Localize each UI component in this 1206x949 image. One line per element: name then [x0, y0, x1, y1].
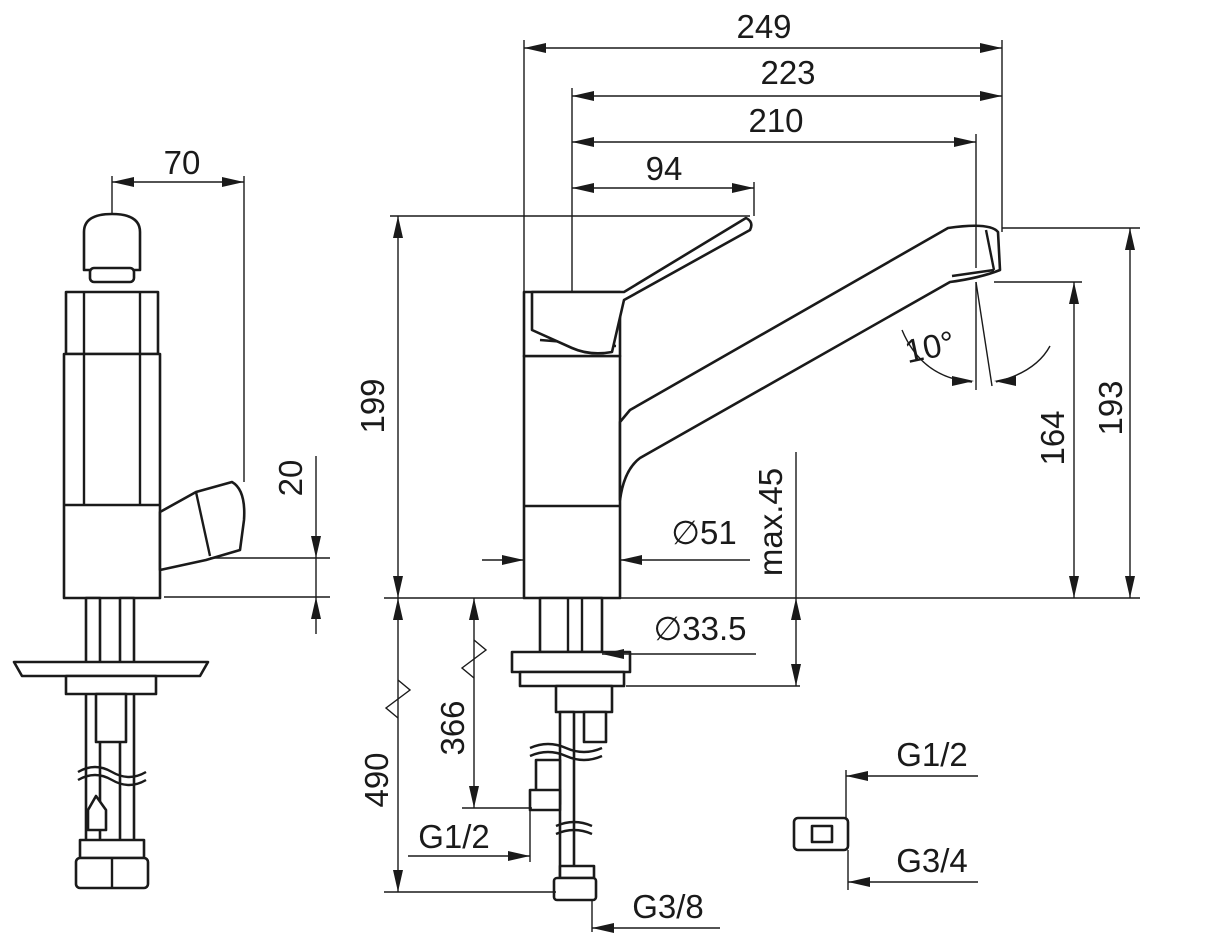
thread-adapter-top: G1/2: [896, 736, 968, 773]
dim-210: 210: [748, 102, 803, 139]
dim-249: 249: [736, 8, 791, 45]
thread-outlet-bottom: G3/8: [632, 888, 704, 925]
dim-164: 164: [1034, 410, 1071, 465]
dim-70: 70: [164, 144, 201, 181]
dim-max45: max.45: [752, 468, 789, 576]
dim-20: 20: [272, 460, 309, 497]
adapter-detail: G1/2 G3/4: [792, 736, 978, 890]
thread-inlet-left: G1/2: [418, 818, 490, 855]
front-view: 249 223 210 94 199 193 1: [354, 8, 1140, 933]
dim-94: 94: [646, 150, 683, 187]
dim-193: 193: [1092, 380, 1129, 435]
dim-angle: 10°: [901, 323, 958, 370]
dim-223: 223: [760, 54, 815, 91]
side-view: 70 20: [12, 144, 330, 890]
dim-199: 199: [354, 378, 391, 433]
dim-d51: ∅51: [671, 514, 736, 551]
dim-366: 366: [434, 700, 471, 755]
dim-d335: ∅33.5: [654, 610, 747, 647]
dim-490: 490: [358, 752, 395, 807]
thread-adapter-bottom: G3/4: [896, 842, 968, 879]
